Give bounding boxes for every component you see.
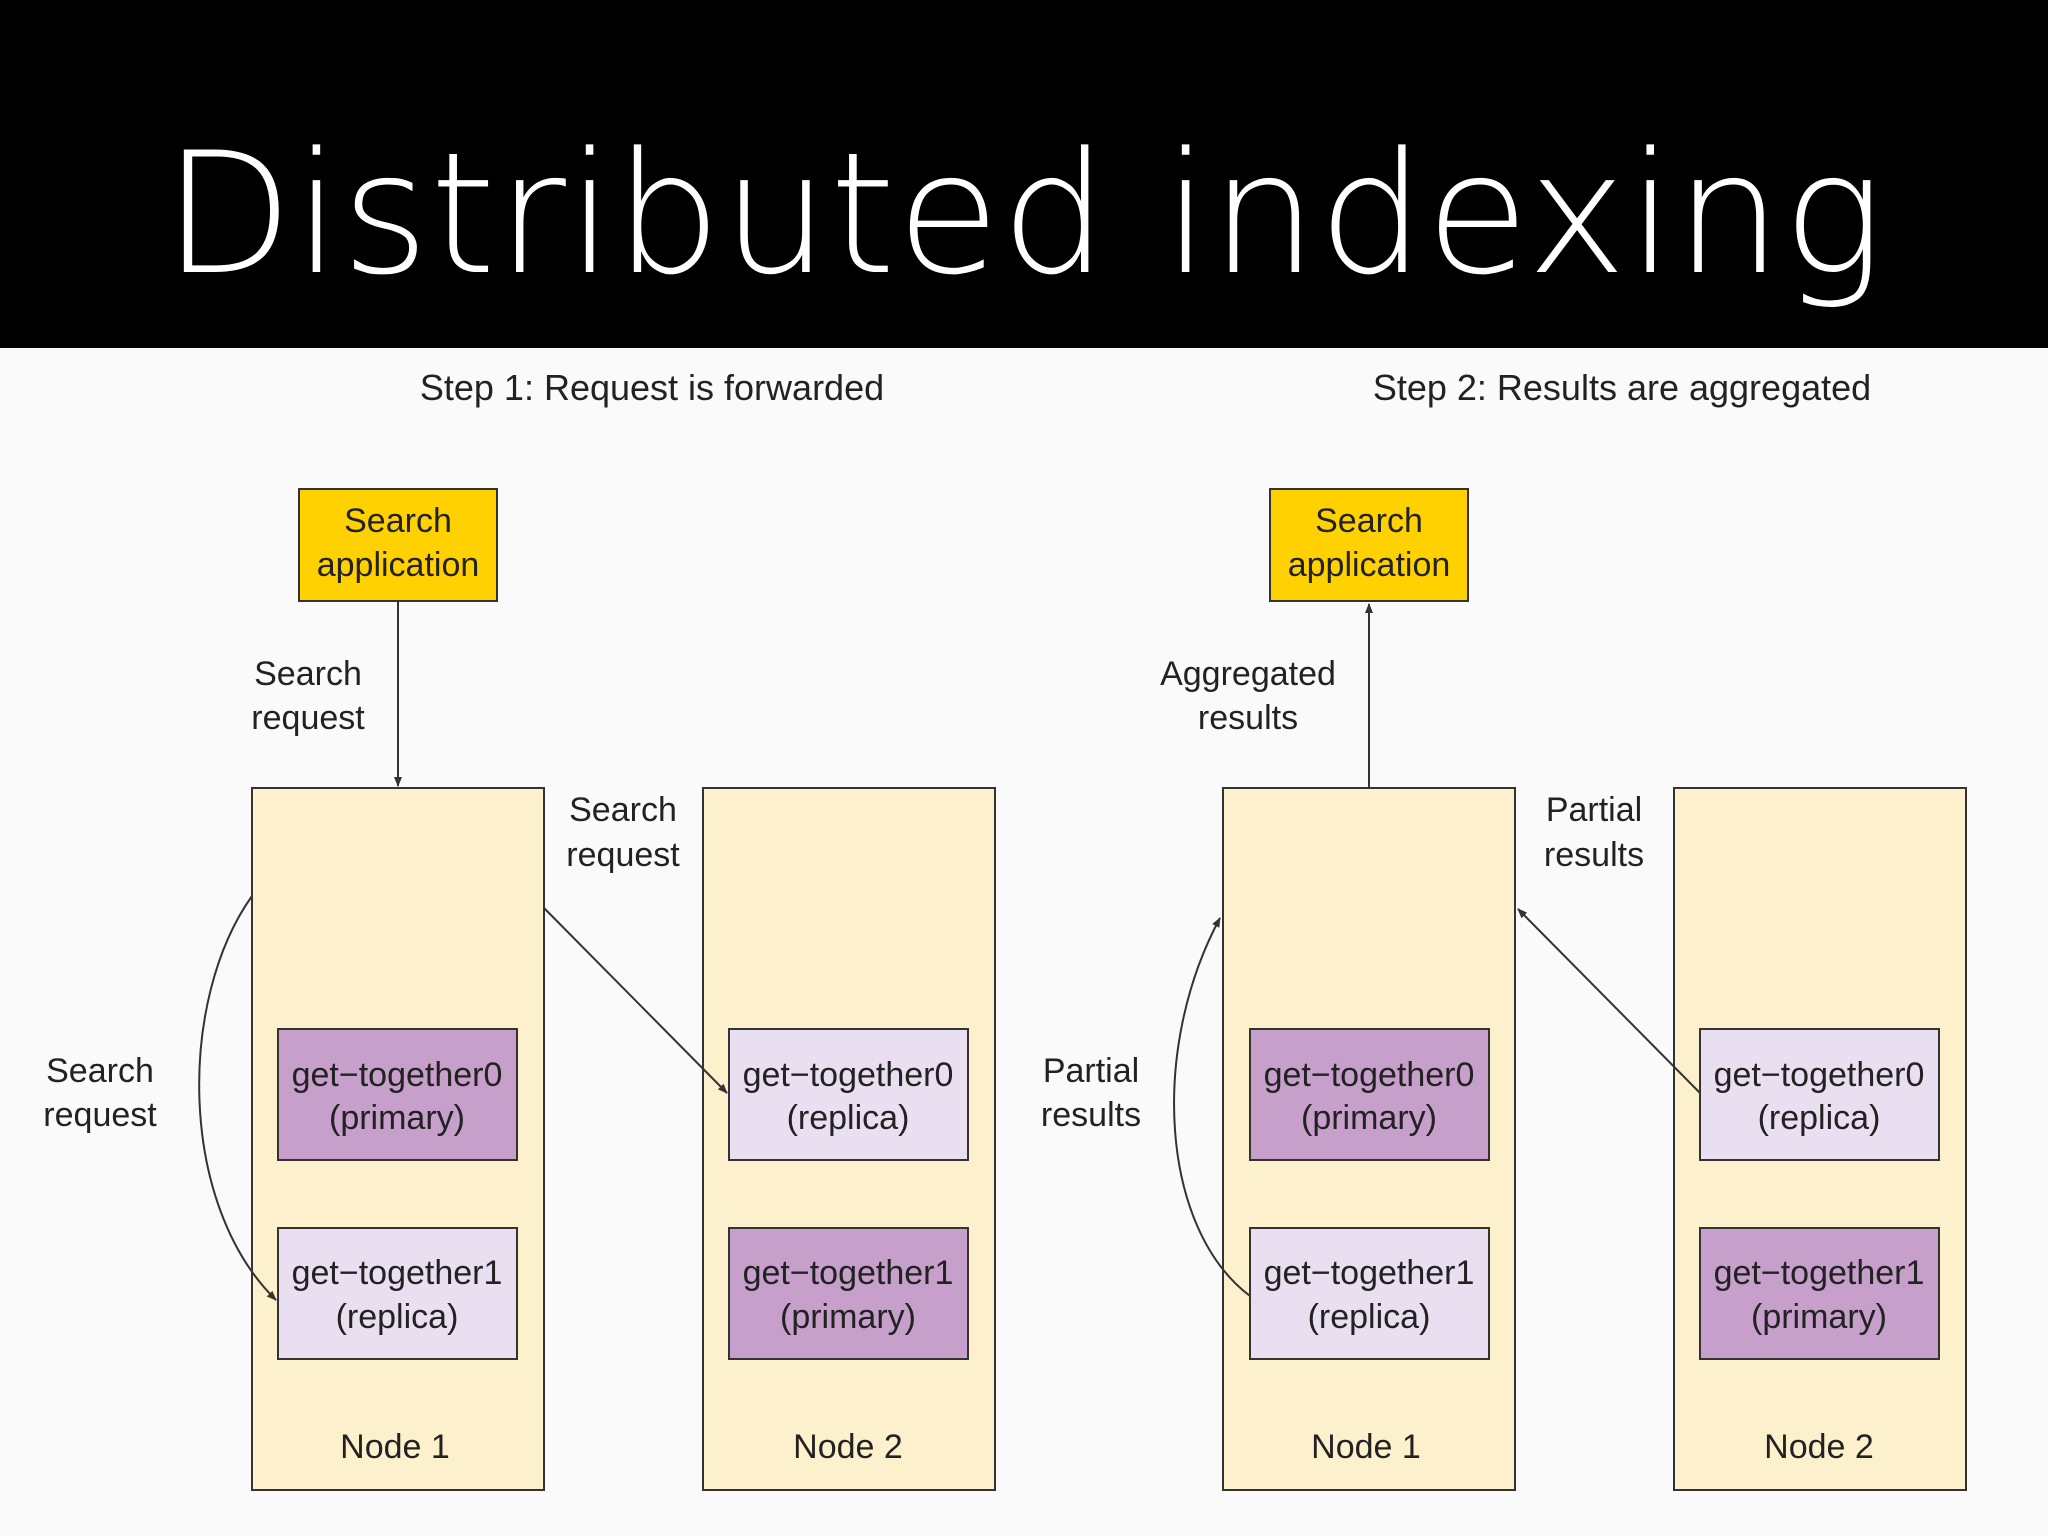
step2-node2-shard1-role: (primary) [1751,1298,1887,1336]
step2-node2-shard0-role: (replica) [1758,1099,1881,1137]
step1-arrow-node1-to-shard1 [198,895,277,1301]
step2-arrow-cross-label-2: results [1544,836,1644,874]
step1-node2-shard0-name: get−together0 [743,1056,954,1094]
step2-node2-shard0-name: get−together0 [1714,1056,1925,1094]
step1-node1-shard0-role: (primary) [329,1099,465,1137]
step2-panel: Step 2: Results are aggregated Search ap… [1041,367,1967,1491]
step2-arrow-app-label-2: results [1198,699,1298,737]
step1-node1-shard0-box [277,1028,518,1161]
step2-search-app-label-1: Search [1315,502,1423,540]
step1-node2-shard0-role: (replica) [787,1099,910,1137]
step2-arrow-local-label-2: results [1041,1096,1141,1134]
step1-arrow-app-label-2: request [251,699,365,737]
step2-node1-shard0-name: get−together0 [1264,1056,1475,1094]
step1-node1-shard0-name: get−together0 [292,1056,503,1094]
step1-node2-label: Node 2 [793,1428,903,1466]
step2-node1-shard0-box [1249,1028,1490,1161]
step1-arrow-cross-label-2: request [566,836,680,874]
step2-node2-shard1-box [1699,1227,1940,1360]
step1-search-app-label-1: Search [344,502,452,540]
step1-arrow-app-label-1: Search [254,655,362,693]
step2-node2-shard1-name: get−together1 [1714,1254,1925,1292]
step2-node1-shard0-role: (primary) [1301,1099,1437,1137]
step1-arrow-local-label-1: Search [46,1052,154,1090]
step1-node2-shard1-box [728,1227,969,1360]
slide-title: Distributed indexing [163,116,1885,312]
step1-node2-shard0-box [728,1028,969,1161]
step1-panel: Step 1: Request is forwarded Search appl… [43,367,996,1491]
step2-arrow-shard1-to-node1 [1173,917,1251,1297]
step1-node1-shard1-role: (replica) [336,1298,459,1336]
step1-heading: Step 1: Request is forwarded [420,367,884,408]
step2-node2-shard0-box [1699,1028,1940,1161]
title-bar: Distributed indexing [0,0,2048,348]
step2-arrow-local-label-1: Partial [1043,1052,1139,1090]
step2-arrow-cross-label-1: Partial [1546,791,1642,829]
step2-arrow-node2-shard0-to-node1 [1517,908,1701,1094]
step2-node1-label: Node 1 [1311,1428,1421,1466]
step1-arrow-local-label-2: request [43,1096,157,1134]
diagram: Step 1: Request is forwarded Search appl… [0,348,2048,1536]
step1-node2-shard1-role: (primary) [780,1298,916,1336]
step2-search-app-box [1269,488,1469,602]
step2-node1-shard1-name: get−together1 [1264,1254,1475,1292]
step1-node1-shard1-box [277,1227,518,1360]
step1-node2-shard1-name: get−together1 [743,1254,954,1292]
step2-node1-shard1-role: (replica) [1308,1298,1431,1336]
step2-node1-shard1-box [1249,1227,1490,1360]
step1-node1-label: Node 1 [340,1428,450,1466]
step2-node2-label: Node 2 [1764,1428,1874,1466]
step2-arrow-app-label-1: Aggregated [1160,655,1336,693]
step1-node1-shard1-name: get−together1 [292,1254,503,1292]
step1-arrow-cross-label-1: Search [569,791,677,829]
step2-search-app-label-2: application [1288,546,1451,584]
step1-arrow-node1-to-node2-shard0 [543,907,728,1094]
step1-search-app-label-2: application [317,546,480,584]
step2-heading: Step 2: Results are aggregated [1373,367,1871,408]
